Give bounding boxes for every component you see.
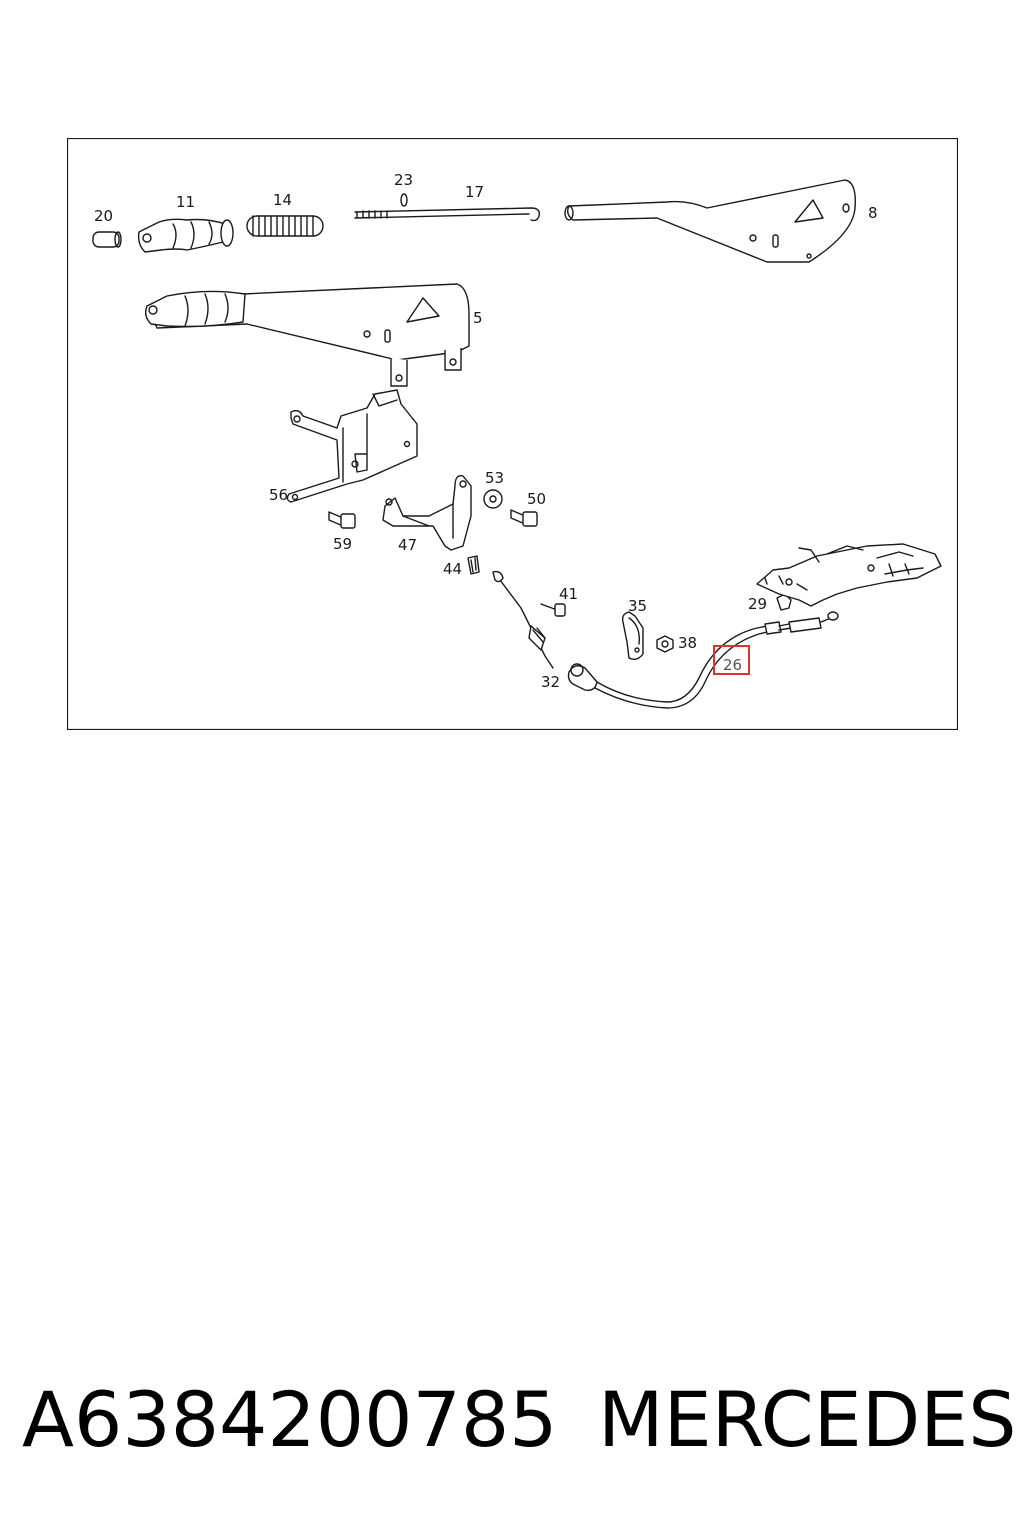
part-41-bolt — [540, 603, 566, 617]
callout-8: 8 — [868, 204, 878, 222]
callout-35: 35 — [628, 597, 647, 615]
brake-assembly — [756, 543, 942, 607]
part-38-nut — [656, 635, 674, 653]
callout-44: 44 — [443, 560, 462, 578]
parts-diagram: 20 11 14 23 17 8 5 56 59 47 53 50 44 41 … — [67, 138, 958, 730]
part-23-clip — [400, 193, 408, 207]
callout-41: 41 — [559, 585, 578, 603]
callout-23: 23 — [394, 171, 413, 189]
brand-name: MERCEDES — [598, 1375, 1017, 1464]
callout-59: 59 — [333, 535, 352, 553]
part-14-spring — [246, 215, 324, 237]
callout-47: 47 — [398, 536, 417, 554]
callout-26-highlight-box — [713, 645, 750, 675]
part-17-rod — [354, 207, 541, 222]
callout-32: 32 — [541, 673, 560, 691]
callout-14: 14 — [273, 191, 292, 209]
callout-26: 26 — [723, 656, 742, 674]
part-47-bracket — [382, 475, 472, 551]
callout-50: 50 — [527, 490, 546, 508]
part-5-lever-assembly — [144, 283, 470, 387]
part-11-handle-grip — [137, 218, 234, 253]
callout-53: 53 — [485, 469, 504, 487]
callout-5: 5 — [473, 309, 483, 327]
part-50-bolt — [510, 509, 538, 527]
part-26-cable — [594, 611, 839, 709]
part-59-bolt — [328, 511, 356, 529]
callout-56: 56 — [269, 486, 288, 504]
part-44-clip — [467, 555, 480, 575]
callout-20: 20 — [94, 207, 113, 225]
callout-17: 17 — [465, 183, 484, 201]
callout-11: 11 — [176, 193, 195, 211]
diagram-frame — [67, 138, 958, 730]
caption-bar: A6384200785 MERCEDES — [0, 1370, 1024, 1470]
part-32-cable — [492, 570, 598, 692]
part-20-sleeve — [92, 231, 122, 248]
part-35-clamp — [621, 611, 644, 661]
part-8-lever — [564, 179, 856, 263]
part-number: A6384200785 — [22, 1375, 558, 1464]
part-56-bracket — [286, 389, 418, 503]
part-53-washer — [483, 489, 503, 509]
callout-29: 29 — [748, 595, 767, 613]
callout-38: 38 — [678, 634, 697, 652]
